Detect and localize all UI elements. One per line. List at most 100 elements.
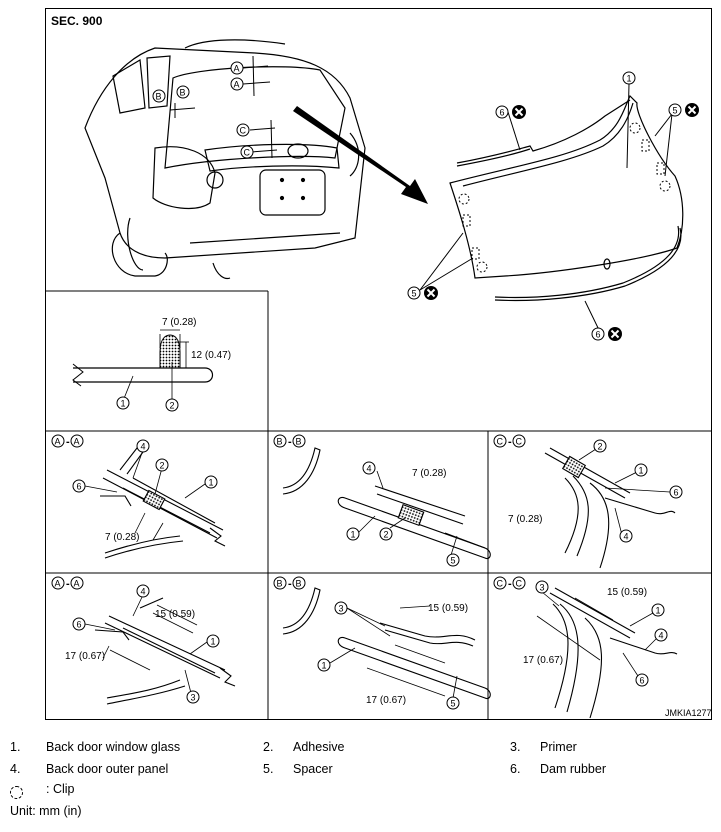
svg-text:A: A	[74, 437, 80, 447]
legend-number: 6.	[510, 762, 521, 776]
section-bb-upper	[282, 447, 491, 560]
svg-text:5: 5	[451, 699, 456, 709]
dim-cc-lower-15: 15 (0.59)	[607, 587, 647, 598]
dim-bb-lower-17: 17 (0.67)	[366, 695, 406, 706]
header-aa-upper: A - A	[51, 434, 84, 448]
legend-label: Adhesive	[293, 740, 345, 754]
svg-text:B: B	[180, 88, 186, 98]
svg-text:4: 4	[659, 631, 664, 641]
svg-text:C: C	[497, 437, 504, 447]
svg-text:3: 3	[191, 693, 196, 703]
callout-a-top: A	[230, 61, 244, 75]
glass-part-1: 1	[622, 71, 636, 85]
svg-text:C: C	[516, 579, 523, 589]
svg-text:B: B	[277, 437, 283, 447]
clip-legend-label: : Clip	[46, 782, 75, 796]
svg-text:2: 2	[160, 461, 165, 471]
svg-text:1: 1	[322, 661, 327, 671]
svg-text:2: 2	[170, 401, 175, 411]
svg-text:A: A	[234, 80, 240, 90]
cc-lower-labels: 3 1 4 6	[535, 580, 668, 687]
callout-b-right: B	[176, 85, 190, 99]
svg-text:3: 3	[339, 604, 344, 614]
legend-number: 1.	[10, 740, 21, 754]
svg-text:A: A	[55, 437, 61, 447]
header-aa-lower: A - A	[51, 576, 84, 590]
direction-arrow	[293, 106, 428, 204]
header-bb-upper: B - B	[273, 434, 306, 448]
clip-markers	[458, 122, 671, 273]
legend-label: Back door outer panel	[46, 762, 169, 776]
dim-aa-upper-7: 7 (0.28)	[105, 532, 139, 543]
svg-text:2: 2	[384, 530, 389, 540]
legend-label: Primer	[540, 740, 577, 754]
svg-text:5: 5	[673, 106, 678, 116]
svg-text:B: B	[156, 92, 162, 102]
legend-number: 2.	[263, 740, 274, 754]
svg-text:-: -	[288, 578, 292, 590]
cc-upper-labels: 2 1 6 4	[578, 439, 683, 543]
svg-text:6: 6	[596, 330, 601, 340]
section-cc-lower	[536, 587, 678, 719]
figure-code: JMKIA1277GB	[665, 708, 712, 718]
svg-text:1: 1	[209, 478, 214, 488]
svg-text:1: 1	[351, 530, 356, 540]
svg-text:5: 5	[412, 289, 417, 299]
dim-bead-height: 12 (0.47)	[191, 350, 231, 361]
legend-label: Back door window glass	[46, 740, 181, 754]
svg-text:B: B	[296, 579, 302, 589]
legend-number: 4.	[10, 762, 21, 776]
svg-text:A: A	[234, 64, 240, 74]
adhesive-bead-detail: 7 (0.28) 12 (0.47) 1 2	[72, 317, 231, 412]
svg-text:1: 1	[656, 606, 661, 616]
callout-b-left: B	[152, 89, 166, 103]
section-cc-upper	[544, 447, 676, 569]
svg-text:1: 1	[627, 74, 632, 84]
svg-text:C: C	[516, 437, 523, 447]
svg-text:C: C	[244, 148, 251, 158]
dim-bead-width: 7 (0.28)	[162, 317, 196, 328]
svg-text:6: 6	[77, 620, 82, 630]
callout-c-top: C	[236, 123, 250, 137]
legend-label: Spacer	[293, 762, 333, 776]
legend-number: 5.	[263, 762, 274, 776]
svg-text:4: 4	[141, 442, 146, 452]
vehicle-callouts	[169, 55, 278, 159]
bb-upper-labels: 4 1 2 5	[346, 461, 460, 567]
dam-rubber-lower-label: 6	[591, 326, 623, 342]
svg-text:-: -	[288, 436, 292, 448]
callout-a-bottom: A	[230, 77, 244, 91]
section-aa-lower	[94, 597, 236, 705]
unit-label: Unit: mm (in)	[10, 804, 82, 818]
svg-text:-: -	[66, 578, 70, 590]
dam-rubber-upper-label: 6	[495, 104, 527, 120]
dim-cc-upper-7: 7 (0.28)	[508, 514, 542, 525]
dim-bb-lower-15: 15 (0.59)	[428, 603, 468, 614]
aa-upper-labels: 4 2 6 1	[72, 439, 218, 499]
svg-text:6: 6	[77, 482, 82, 492]
svg-text:C: C	[497, 579, 504, 589]
dim-cc-lower-17: 17 (0.67)	[523, 655, 563, 666]
svg-text:-: -	[66, 436, 70, 448]
clip-icon	[10, 786, 23, 799]
svg-text:6: 6	[640, 676, 645, 686]
service-diagram: SEC. 900 JMKIA1277GB A A B B C C	[45, 8, 712, 720]
callout-c-bottom: C	[240, 145, 254, 159]
bb-lower-labels: 3 1 5	[317, 601, 460, 710]
svg-text:1: 1	[211, 637, 216, 647]
svg-text:C: C	[240, 126, 247, 136]
glass-callouts	[419, 83, 673, 333]
aa-lower-labels: 4 6 1 3	[72, 584, 220, 704]
spacer-left-label: 5	[407, 285, 439, 301]
svg-text:6: 6	[674, 488, 679, 498]
svg-text:1: 1	[639, 466, 644, 476]
header-cc-upper: C - C	[493, 434, 526, 448]
svg-text:B: B	[296, 437, 302, 447]
svg-text:A: A	[74, 579, 80, 589]
dim-aa-lower-15: 15 (0.59)	[155, 609, 195, 620]
svg-text:A: A	[55, 579, 61, 589]
section-bb-lower	[282, 587, 491, 700]
legend-label: Dam rubber	[540, 762, 606, 776]
svg-text:-: -	[508, 436, 512, 448]
window-glass-illustration	[449, 94, 684, 302]
